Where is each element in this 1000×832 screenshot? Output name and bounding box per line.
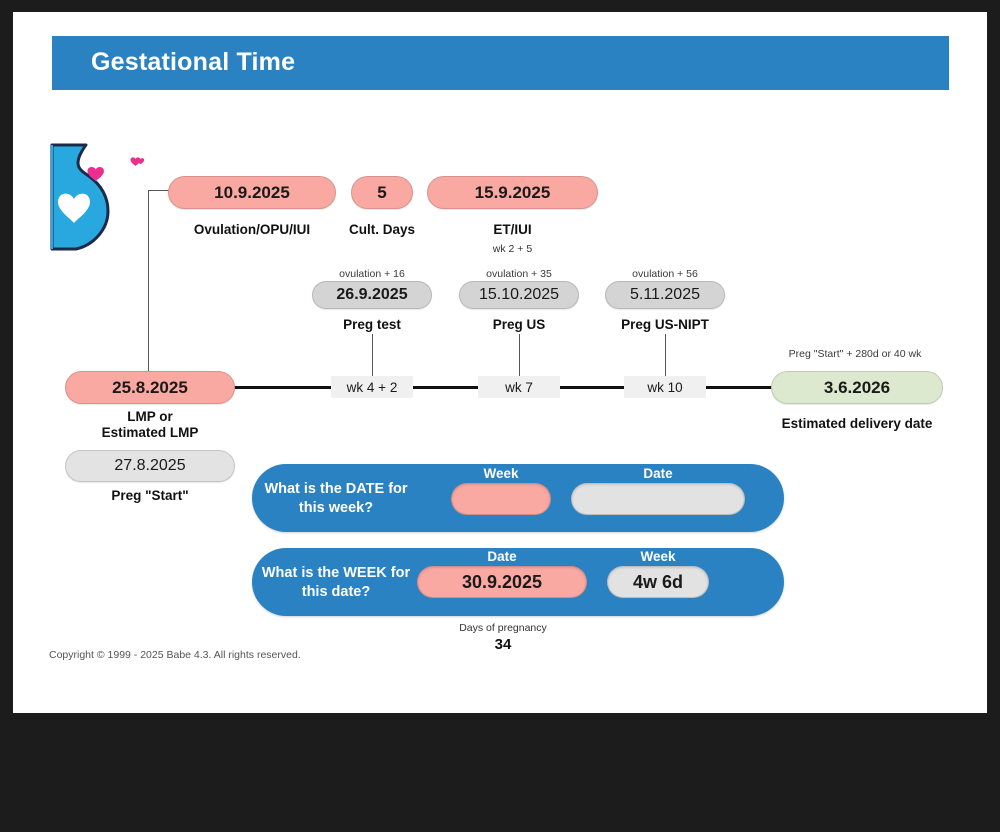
et-iui-subcaption: wk 2 + 5 [492, 243, 533, 255]
ovulation-date-pill[interactable]: 10.9.2025 [168, 176, 336, 209]
preg-test-mini-label: ovulation + 16 [339, 268, 405, 280]
preg-us-date-pill[interactable]: 15.10.2025 [459, 281, 579, 309]
preg-us-nipt-date-pill[interactable]: 5.11.2025 [605, 281, 725, 309]
date-input-value: 30.9.2025 [461, 571, 543, 592]
week-box-3[interactable]: wk 10 [624, 376, 706, 398]
preg-start-date-value: 27.8.2025 [114, 457, 186, 474]
preg-start-date-pill[interactable]: 27.8.2025 [65, 450, 235, 482]
week-box-2[interactable]: wk 7 [478, 376, 560, 398]
preg-us-date-value: 15.10.2025 [478, 286, 560, 303]
et-iui-date-pill[interactable]: 15.9.2025 [427, 176, 598, 209]
days-of-pregnancy-label: Days of pregnancy [459, 622, 547, 634]
week-output-label: Week [640, 549, 676, 564]
lmp-date-pill[interactable]: 25.8.2025 [65, 371, 235, 404]
date-output[interactable] [571, 483, 745, 515]
week-for-date-question-line1: What is the WEEK for [261, 565, 411, 581]
ovulation-date-value: 10.9.2025 [214, 182, 290, 202]
lmp-caption-line1: LMP or [127, 409, 173, 424]
connector-preg-test [372, 334, 373, 377]
page-title: Gestational Time [91, 48, 296, 76]
estimated-delivery-date-value: 3.6.2026 [823, 377, 891, 397]
date-for-week-question-line2: this week? [298, 500, 374, 516]
timeline-segment-3 [558, 386, 627, 389]
estimated-delivery-date-caption: Estimated delivery date [781, 416, 933, 431]
connector-preg-us [519, 334, 520, 377]
page-header-bar: Gestational Time [52, 36, 949, 90]
cult-days-caption: Cult. Days [348, 222, 416, 237]
copyright-text: Copyright © 1999 - 2025 Babe 4.3. All ri… [49, 649, 301, 661]
edd-mini-label: Preg "Start" + 280d or 40 wk [788, 348, 922, 360]
cult-days-value: 5 [377, 182, 387, 202]
preg-us-nipt-caption: Preg US-NIPT [621, 317, 709, 332]
document-page: Gestational Time 10.9.2025 Ovulation/OPU… [13, 12, 987, 713]
connector-ovulation-horizontal [148, 190, 170, 191]
lmp-caption-line2: Estimated LMP [101, 425, 199, 440]
estimated-delivery-date-pill[interactable]: 3.6.2026 [771, 371, 943, 404]
date-for-week-question: What is the DATE for this week? [256, 480, 416, 518]
timeline-segment-1 [231, 386, 335, 389]
preg-test-caption: Preg test [343, 317, 401, 332]
week-output[interactable]: 4w 6d [607, 566, 709, 598]
pregnant-woman-icon [38, 137, 153, 257]
timeline-segment-4 [703, 386, 773, 389]
preg-us-caption: Preg US [492, 317, 546, 332]
week-input-label: Week [483, 466, 519, 481]
ovulation-caption: Ovulation/OPU/IUI [193, 222, 311, 237]
connector-preg-us-nipt [665, 334, 666, 377]
lmp-caption: LMP or Estimated LMP [65, 409, 235, 441]
preg-start-caption: Preg "Start" [111, 488, 189, 503]
et-iui-caption: ET/IUI [493, 222, 532, 237]
date-input[interactable]: 30.9.2025 [417, 566, 587, 598]
et-iui-date-value: 15.9.2025 [474, 182, 551, 202]
cult-days-pill[interactable]: 5 [351, 176, 413, 209]
preg-test-date-pill[interactable]: 26.9.2025 [312, 281, 432, 309]
lmp-date-value: 25.8.2025 [112, 377, 188, 397]
week-input[interactable] [451, 483, 551, 515]
week-for-date-question-line2: this date? [301, 584, 371, 600]
preg-us-nipt-mini-label: ovulation + 56 [632, 268, 698, 280]
days-of-pregnancy-value: 34 [494, 636, 512, 653]
date-for-week-question-line1: What is the DATE for [264, 481, 408, 497]
connector-ovulation-vertical [148, 191, 149, 378]
preg-us-nipt-date-value: 5.11.2025 [630, 286, 700, 303]
preg-us-mini-label: ovulation + 35 [486, 268, 552, 280]
week-box-1[interactable]: wk 4 + 2 [331, 376, 413, 398]
timeline-segment-2 [409, 386, 481, 389]
week-output-value: 4w 6d [632, 571, 684, 592]
preg-test-date-value: 26.9.2025 [336, 286, 408, 303]
date-output-label: Date [643, 466, 673, 481]
week-for-date-question: What is the WEEK for this date? [256, 564, 416, 602]
date-input-label: Date [487, 549, 517, 564]
